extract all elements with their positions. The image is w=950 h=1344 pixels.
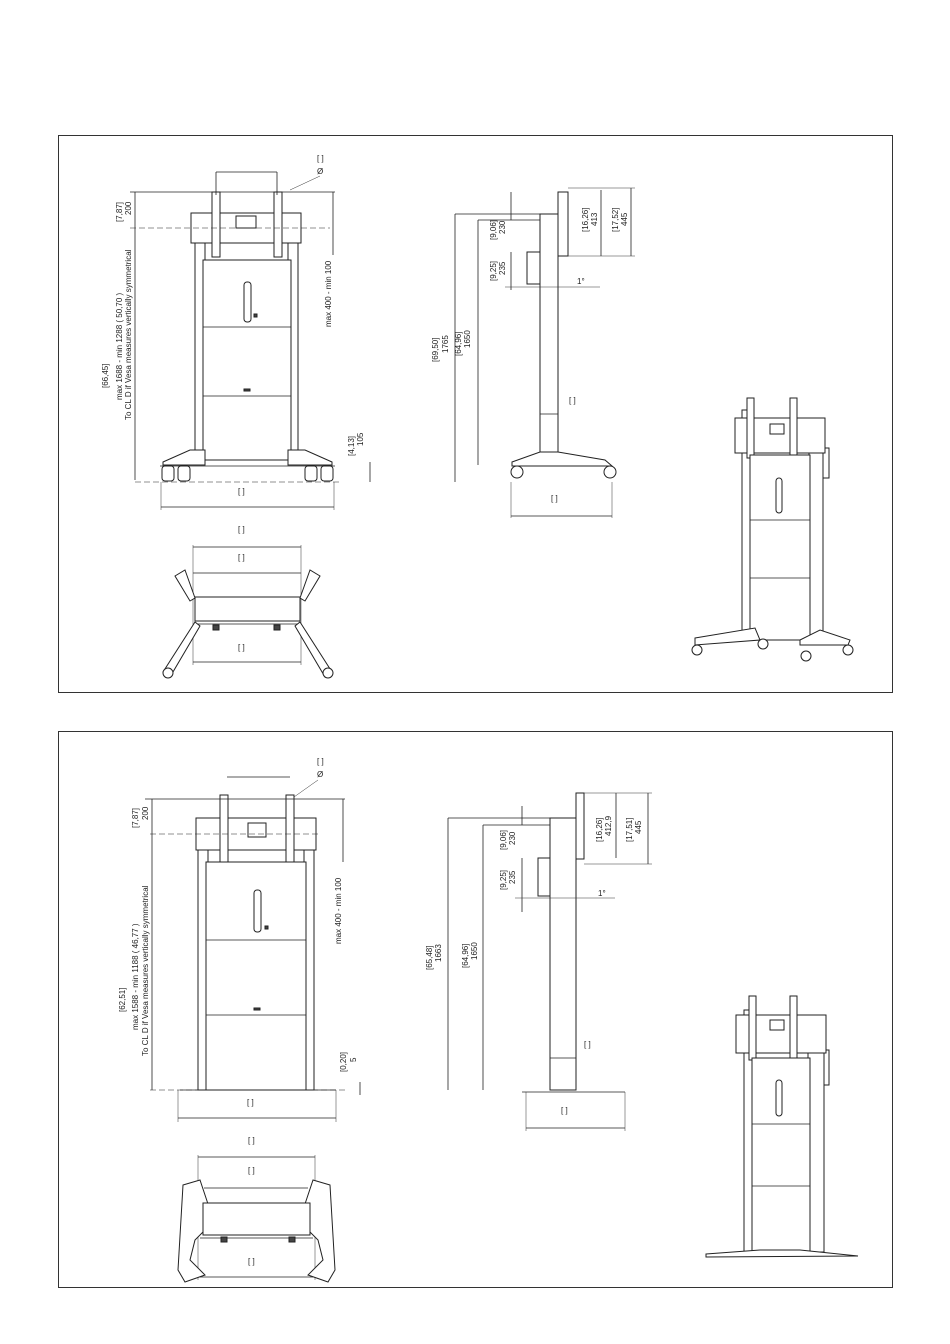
mount-box [235,215,257,229]
vesa-range: max 400 - min 100 [334,877,343,944]
screen2-mm: 445 [634,820,643,834]
bottom-isometric-view [705,995,859,1258]
total-mm: 1663 [434,944,443,962]
vesa-arm-left [211,191,221,258]
tilt-angle: 1° [577,277,585,286]
base-bracket: [ ] [561,1106,568,1115]
screen2-inch: [17,51] [625,818,634,842]
top-front-view: [ ] Ø [ ] [7,87] 200 [66,45] max 1688 - … [101,154,371,510]
top-view-bracket-2: [ ] [248,1166,255,1175]
cable-slot [243,281,252,323]
top-drawing-panel [58,135,893,693]
ground-mm: 105 [356,432,365,446]
vesa-arm-right [273,191,283,258]
column-bracket: [ ] [569,396,576,405]
vesa-top-mm: 200 [141,806,150,820]
ground-inch: [0,20] [339,1052,348,1072]
left-foot [162,449,206,466]
side-column [539,213,559,465]
lower-inch: [9,25] [489,261,498,281]
top-view-bracket-3: [ ] [248,1257,255,1266]
height-inch: [62,51] [118,988,127,1012]
front-width-bracket: [ ] [247,1098,254,1107]
bottom-top-view: [ ] [ ] [ ] [177,1136,336,1283]
top-isometric-view [691,397,854,662]
height-note: To CL D if Vesa measures vertically symm… [141,885,150,1056]
upper-mm: 230 [498,220,507,234]
base-bracket: [ ] [551,494,558,503]
lower-inch: [9,25] [499,870,508,890]
height-range: max 1588 - min 1188 ( 46,77 ) [131,923,140,1030]
bottom-drawing-panel [58,731,893,1288]
bottom-side-view: 1° [ ] [ ] [65,48] 1663 [64,96] 1650 [9,… [425,792,652,1131]
upper-mm: 230 [508,831,517,845]
vesa-range: max 400 - min 100 [324,260,333,327]
center-inch: [64,96] [454,332,463,356]
ground-inch: [4,13] [347,436,356,456]
top-view-bracket-3: [ ] [238,643,245,652]
bracket-label: [ ] [317,154,324,163]
hole-diameter-label: Ø [317,770,323,779]
screen1-mm: 413 [590,212,599,226]
side-base [511,451,614,467]
hole-diameter-label: Ø [317,167,323,176]
tilt-angle: 1° [598,889,606,898]
screen2-inch: [17,52] [611,208,620,232]
upper-inch: [9,06] [499,830,508,850]
screen1-inch: [16,26] [581,208,590,232]
side-screen [557,191,569,257]
screen1-mm: 412,9 [604,815,613,836]
height-range: max 1688 - min 1288 ( 50,70 ) [115,292,124,400]
side-clamp [526,251,541,285]
right-foot [287,449,333,466]
column-bracket: [ ] [584,1040,591,1049]
vesa-top-inch: [7,87] [115,202,124,222]
screen2-mm: 445 [620,212,629,226]
front-width-bracket: [ ] [238,487,245,496]
top-view-bracket-2: [ ] [238,553,245,562]
top-top-view: [ ] [ ] [ ] [162,525,334,679]
bracket-label: [ ] [317,757,324,766]
lower-mm: 235 [508,870,517,884]
top-view-bracket-1: [ ] [248,1136,255,1145]
screen1-inch: [16,26] [595,818,604,842]
height-note: To CL D if Vesa measures vertically symm… [124,249,133,420]
top-view-bracket-1: [ ] [238,525,245,534]
center-mm: 1650 [470,942,479,960]
ground-mm: 5 [349,1057,358,1062]
center-inch: [64,96] [461,944,470,968]
top-side-view: 1° [ ] [ ] [69,50] 1765 [64,96] 1650 [9,… [431,187,635,518]
top-view-body [194,596,301,622]
vesa-top-mm: 200 [124,201,133,215]
lower-mm: 235 [498,261,507,275]
total-inch: [65,48] [425,946,434,970]
height-inch: [66,45] [101,364,110,388]
vesa-top-inch: [7,87] [131,808,140,828]
center-mm: 1650 [463,330,472,348]
total-inch: [69,50] [431,338,440,362]
bottom-front-view: [ ] Ø [ ] [7,87] 200 [62,51] max 1588 - … [118,757,361,1122]
upper-inch: [9,06] [489,220,498,240]
total-mm: 1765 [441,335,450,353]
